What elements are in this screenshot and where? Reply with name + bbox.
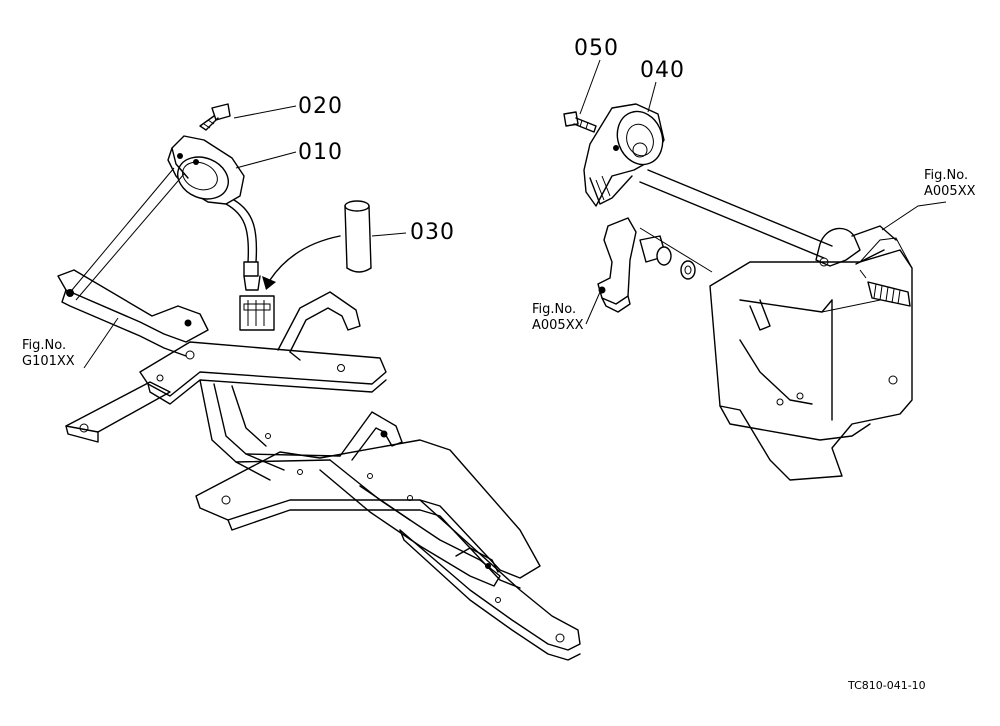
figure-ref-right: Fig.No. A005XX <box>924 168 976 200</box>
figure-ref-left: Fig.No. G101XX <box>22 338 75 370</box>
assembly-arrow <box>269 235 341 281</box>
leader-lines-left <box>71 105 407 369</box>
figure-ref-right-line2: A005XX <box>924 184 976 199</box>
part-label-010: 010 <box>298 140 343 165</box>
part-label-040: 040 <box>640 58 685 83</box>
figure-ref-right-line1: Fig.No. <box>924 168 969 183</box>
part-label-030: 030 <box>410 220 455 245</box>
bolt-020 <box>199 103 231 131</box>
bolt-050 <box>563 111 597 133</box>
leader-lines-right <box>579 59 947 325</box>
accelerator-bracket <box>639 169 913 481</box>
throttle-sensor <box>583 103 665 207</box>
pedal-position-sensor <box>167 135 275 331</box>
figure-ref-center-line2: A005XX <box>532 318 584 333</box>
figure-ref-center: Fig.No. A005XX <box>532 302 584 334</box>
clip-bracket <box>597 217 713 313</box>
figure-ref-left-line2: G101XX <box>22 354 75 369</box>
figure-ref-center-line1: Fig.No. <box>532 302 577 317</box>
figure-ref-left-line1: Fig.No. <box>22 338 67 353</box>
part-label-050: 050 <box>574 36 619 61</box>
pedal-frame <box>57 269 581 661</box>
drawing-code: TC810-041-10 <box>848 679 926 692</box>
part-label-020: 020 <box>298 94 343 119</box>
collar-030 <box>344 200 372 273</box>
